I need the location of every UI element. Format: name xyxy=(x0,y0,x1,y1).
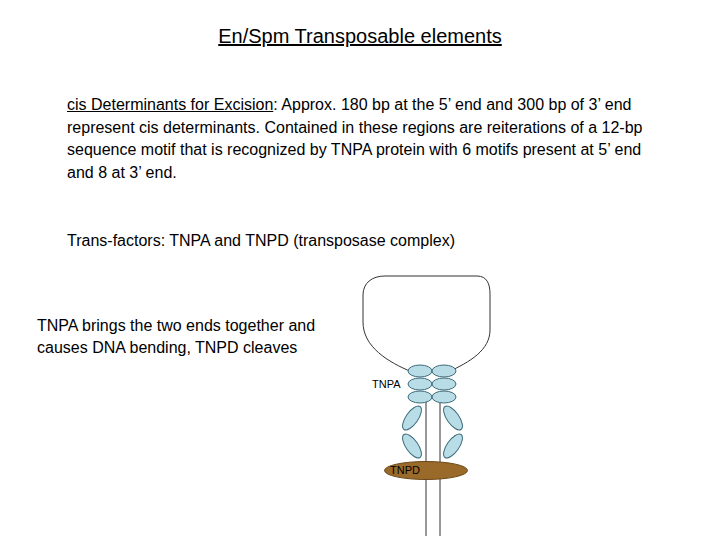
node-text: TNPD xyxy=(384,461,468,477)
description-paragraph: cis Determinants for Excision: Approx. 1… xyxy=(67,94,667,184)
dna-loop xyxy=(363,276,490,372)
trans-factors-note: Trans-factors: TNPA and TNPD (transposas… xyxy=(67,230,667,252)
tnpa-proteins xyxy=(399,365,466,461)
mechanism-note: TNPA brings the two ends together and ca… xyxy=(37,315,342,358)
section-heading: cis Determinants for Excision xyxy=(67,96,273,113)
protein-ellipse: TNPD xyxy=(384,461,468,480)
protein-label: TNPA xyxy=(372,377,401,392)
diagram-title: En/Spm Transposable elements xyxy=(0,25,720,48)
